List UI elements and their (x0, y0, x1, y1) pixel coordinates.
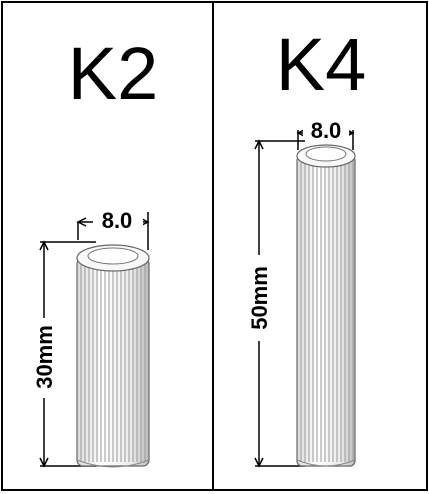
panel-title-k4: K4 (276, 23, 367, 106)
panel-k2: K2 8.0 30mm (30, 32, 159, 468)
dowel-k2 (76, 244, 150, 468)
diameter-label-k4: 8.0 (311, 118, 342, 143)
panel-title-k2: K2 (68, 32, 159, 115)
length-label-k4: 50mm (247, 266, 272, 330)
panel-k4: K4 8.0 50mm (245, 23, 367, 468)
dowel-k4 (296, 144, 356, 467)
length-label-k2: 30mm (32, 325, 57, 389)
diameter-label-k2: 8.0 (102, 208, 133, 233)
